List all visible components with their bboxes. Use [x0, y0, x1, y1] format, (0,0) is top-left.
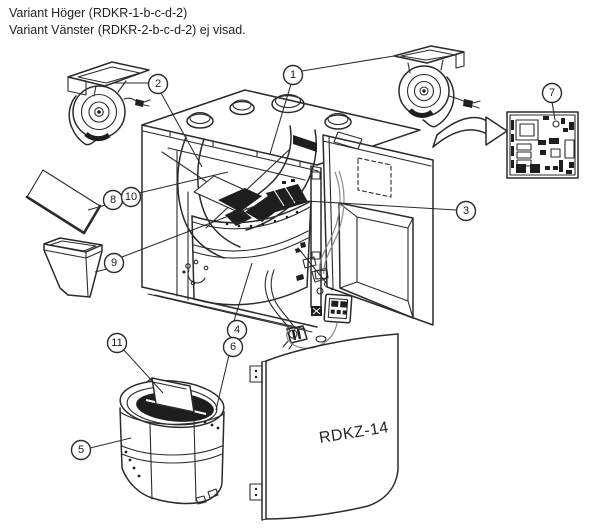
variant-line-2: Variant Vänster (RDKR-2-b-c-d-2) ej visa… — [9, 22, 246, 37]
sensor-box — [311, 306, 322, 316]
svg-text:8: 8 — [110, 194, 116, 206]
drain-fitting — [182, 259, 209, 286]
svg-text:5: 5 — [78, 444, 84, 456]
main-unit-cabinet — [141, 89, 421, 333]
svg-text:4: 4 — [234, 324, 240, 336]
svg-text:7: 7 — [549, 87, 555, 99]
callout-7: 7 — [541, 82, 563, 104]
curved-arrow-icon — [432, 116, 508, 148]
svg-text:10: 10 — [125, 191, 137, 203]
panel-label: RDKZ-14 — [318, 419, 390, 447]
circuit-board — [506, 111, 579, 179]
svg-text:11: 11 — [111, 337, 122, 349]
svg-text:2: 2 — [155, 78, 161, 90]
callout-1: 1 — [282, 64, 304, 86]
panel-screw — [288, 329, 298, 339]
svg-text:9: 9 — [111, 257, 117, 269]
door-hinge-bracket — [333, 131, 363, 150]
right-fan-icon — [393, 45, 481, 128]
leader-lines — [87, 55, 556, 449]
rdkz-cover-panel: RDKZ-14 — [249, 329, 399, 521]
door-window-recess — [338, 202, 414, 319]
callout-8: 8 — [102, 189, 124, 211]
hinge-column — [310, 165, 322, 310]
insert-plate — [147, 377, 195, 413]
duct-collars — [186, 93, 352, 130]
callout-10: 10 — [120, 186, 142, 208]
drain-hose — [295, 170, 345, 280]
condensate-funnel — [43, 237, 103, 298]
left-fan-icon — [67, 61, 151, 146]
svg-text:6: 6 — [230, 341, 236, 353]
svg-text:3: 3 — [463, 205, 469, 217]
callout-2: 2 — [147, 73, 169, 95]
callout-4: 4 — [226, 319, 248, 341]
filter-panel — [25, 169, 102, 235]
title-block: Variant Höger (RDKR-1-b-c-d-2) Variant V… — [9, 5, 246, 38]
door-cutout-marking — [357, 157, 392, 198]
pcb-led — [552, 120, 560, 128]
panel-slot — [315, 335, 327, 343]
callout-9: 9 — [103, 252, 125, 274]
variant-line-1: Variant Höger (RDKR-1-b-c-d-2) — [9, 6, 188, 20]
callout-11: 11 — [106, 332, 128, 354]
callout-3: 3 — [455, 200, 477, 222]
power-cord-plug — [264, 269, 308, 350]
front-door — [322, 131, 434, 326]
callout-5: 5 — [70, 439, 92, 461]
wall-control-unit — [323, 293, 353, 324]
rotary-drum-in-cabinet — [191, 200, 312, 306]
svg-text:1: 1 — [290, 69, 296, 81]
callout-6: 6 — [222, 336, 244, 358]
heat-exchanger-drum-assembly — [119, 377, 225, 505]
